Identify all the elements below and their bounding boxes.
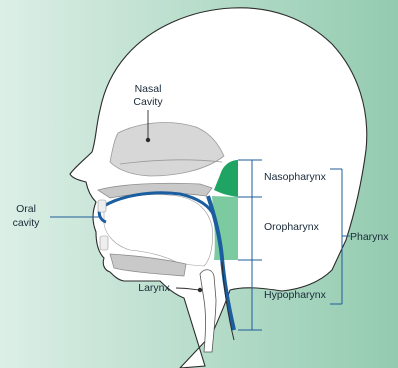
- hypopharynx-label: Hypopharynx: [264, 289, 327, 301]
- oral-cavity-label-1: Oral: [16, 203, 36, 215]
- lower-teeth: [100, 236, 108, 250]
- upper-teeth: [98, 200, 106, 212]
- larynx-dot: [198, 288, 202, 292]
- nasal-cavity-label-2: Cavity: [133, 96, 163, 108]
- larynx-label: Larynx: [138, 282, 170, 294]
- oropharynx-label: Oropharynx: [264, 221, 320, 233]
- oral-cavity-label-2: cavity: [13, 217, 41, 229]
- nasopharynx-label: Nasopharynx: [264, 171, 327, 183]
- nasal-cavity-label-1: Nasal: [135, 83, 162, 95]
- nasal-cavity-dot: [146, 138, 150, 142]
- pharynx-label: Pharynx: [350, 231, 389, 243]
